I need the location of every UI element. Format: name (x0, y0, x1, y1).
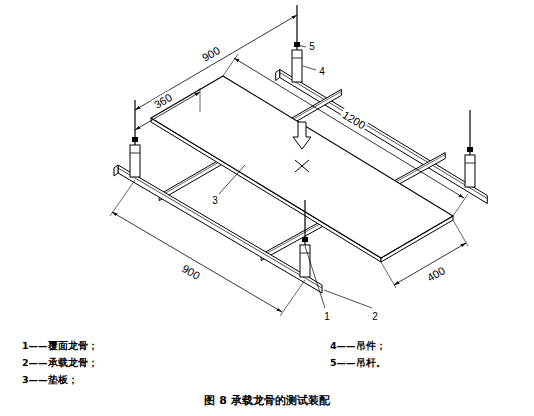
channel-end (114, 165, 118, 176)
dimension-label: 900 (198, 43, 223, 65)
extension-line (453, 220, 468, 246)
dimension-label: 900 (178, 261, 203, 283)
load-mark (295, 160, 309, 172)
hanger-detail (300, 253, 310, 254)
hanger-detail (292, 58, 302, 59)
hanger-detail (130, 153, 140, 154)
legend-text: 5——吊杆。 (330, 358, 386, 368)
callout-number: 2 (372, 311, 378, 322)
leader-line (298, 45, 306, 47)
callout-number: 4 (319, 66, 325, 77)
legend-text: 4——吊件； (330, 341, 386, 351)
dimension-line (234, 58, 464, 198)
plate (151, 76, 453, 258)
load-arrow (293, 122, 311, 149)
callout-number: 1 (324, 311, 330, 322)
extension-line (453, 194, 468, 216)
hanger-detail (465, 163, 475, 164)
rod-nut (302, 237, 308, 242)
callout-number: 5 (309, 41, 315, 52)
leader-line (303, 66, 316, 70)
extension-line (280, 280, 305, 316)
legend-text: 3——垫板； (22, 375, 78, 385)
hanger (292, 50, 302, 82)
extension-line (223, 54, 238, 76)
leader-line (324, 290, 372, 308)
extension-line (381, 262, 396, 288)
leader-line (305, 246, 325, 308)
dimension-label: 1200 (339, 107, 370, 132)
dimension-line (112, 212, 282, 312)
channel-end (276, 70, 280, 81)
leader-line (219, 165, 245, 194)
dimension-label: 400 (423, 263, 448, 285)
rod-nut (132, 137, 138, 142)
dimension-line (394, 243, 466, 285)
extension-line (200, 88, 201, 112)
caption: 图 8 承载龙骨的测试装配 (204, 395, 329, 407)
hanger (130, 145, 140, 177)
hanger (465, 155, 475, 187)
rod-nut (294, 42, 300, 47)
hanger (300, 245, 310, 277)
extension-line (110, 180, 135, 216)
callout-number: 3 (212, 195, 218, 206)
rod-nut (467, 147, 473, 152)
legend-text: 1——覆面龙骨； (22, 341, 98, 351)
legend-text: 2——承载龙骨； (22, 358, 98, 368)
load-mark (295, 160, 309, 172)
